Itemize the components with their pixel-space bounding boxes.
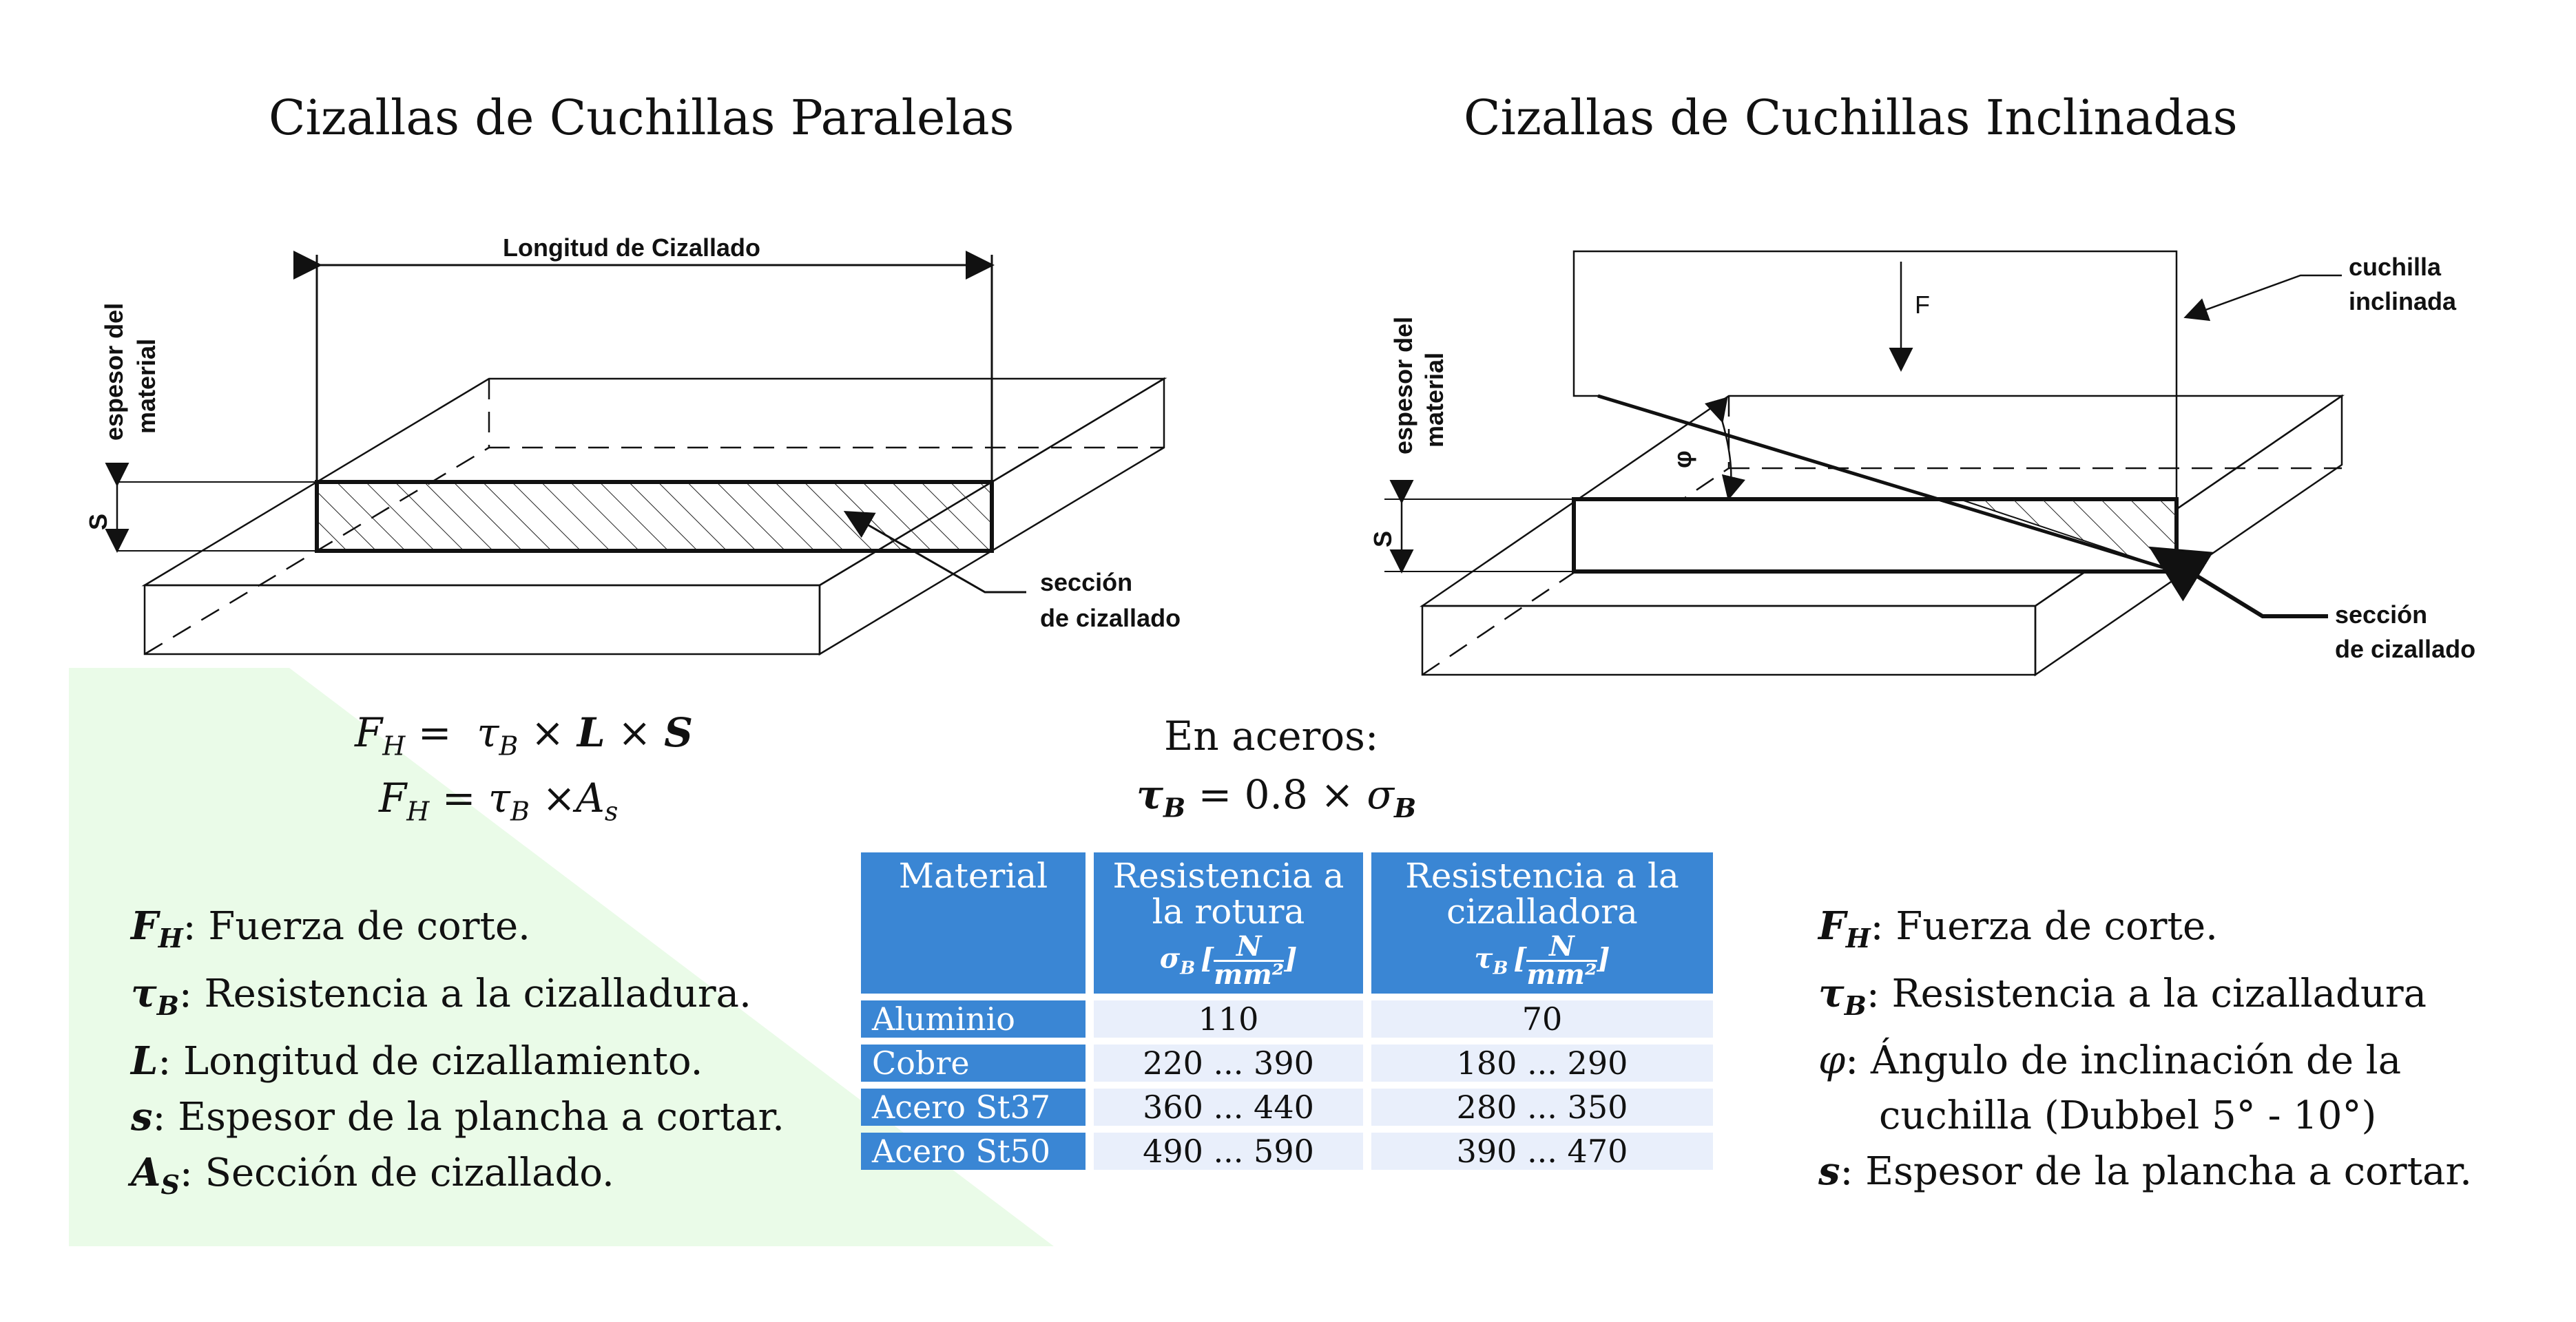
formula-fh-lxs: FH = τB × L × S [355, 709, 693, 762]
legend-item: FH: Fuerza de corte. [1818, 903, 2218, 954]
table-cell: 70 [1371, 1000, 1713, 1038]
legend-item: FH: Fuerza de corte. [131, 903, 530, 954]
table-cell: Cobre [861, 1045, 1086, 1082]
seccion-label-left-2: de cizallado [1040, 604, 1181, 632]
table-cell: Acero St37 [861, 1089, 1086, 1126]
col-material: Material [861, 852, 1086, 994]
table-cell: 390 ... 470 [1371, 1133, 1713, 1170]
f-label: F [1915, 291, 1930, 319]
legend-item: s: Espesor de la plancha a cortar. [131, 1094, 785, 1140]
table-cell: 490 ... 590 [1094, 1133, 1363, 1170]
table-cell: 110 [1094, 1000, 1363, 1038]
seccion-label-right-1: sección [2335, 600, 2427, 629]
table-row: Acero St37 360 ... 440 280 ... 350 [861, 1089, 1713, 1126]
legend-item: τB: Resistencia a la cizalladura. [131, 971, 751, 1021]
table-cell: Acero St50 [861, 1133, 1086, 1170]
table-row: Aluminio 110 70 [861, 1000, 1713, 1038]
table-row: Acero St50 490 ... 590 390 ... 470 [861, 1133, 1713, 1170]
espesor-label-left-2: material [132, 339, 160, 434]
table-cell: 180 ... 290 [1371, 1045, 1713, 1082]
espesor-label-left-1: espesor del [100, 303, 128, 441]
espesor-label-right-2: material [1420, 353, 1448, 448]
cuchilla-label-2: inclinada [2349, 287, 2457, 315]
formula-fh-as: FH = τB ×As [379, 775, 619, 827]
legend-item: τB: Resistencia a la cizalladura [1818, 971, 2427, 1021]
right-title: Cizallas de Cuchillas Inclinadas [1464, 90, 2238, 146]
parallel-shear-diagram: Longitud de Cizallado S espesor del mate… [84, 233, 1181, 656]
espesor-label-right-1: espesor del [1389, 317, 1417, 454]
inclined-shear-diagram: F φ S espesor del material cuchilla incl… [1369, 250, 2475, 677]
left-title: Cizallas de Cuchillas Paralelas [269, 90, 1015, 146]
table-cell: Aluminio [861, 1000, 1086, 1038]
seccion-label-left-1: sección [1040, 568, 1132, 596]
s-label-left: S [84, 514, 112, 530]
right-legend: FH: Fuerza de corte. τB: Resistencia a l… [1818, 899, 2472, 1199]
table-cell: 280 ... 350 [1371, 1089, 1713, 1126]
cuchilla-label-1: cuchilla [2349, 253, 2442, 281]
table-cell: 220 ... 390 [1094, 1045, 1363, 1082]
formula-tau-sigma: τB = 0.8 × σB [1136, 771, 1417, 823]
en-aceros-label: En aceros: [1164, 713, 1379, 759]
legend-item: L: Longitud de cizallamiento. [131, 1038, 703, 1084]
left-legend: FH: Fuerza de corte. τB: Resistencia a l… [131, 899, 785, 1213]
longitud-label: Longitud de Cizallado [503, 233, 760, 262]
legend-item: AS: Sección de cizallado. [131, 1150, 614, 1200]
legend-item: cuchilla (Dubbel 5° - 10°) [1879, 1093, 2377, 1138]
seccion-label-right-2: de cizallado [2335, 635, 2475, 663]
phi-label: φ [1668, 450, 1696, 468]
s-label-right: S [1369, 531, 1397, 547]
legend-item: φ: Ángulo de inclinación de la [1818, 1038, 2402, 1083]
table-cell: 360 ... 440 [1094, 1089, 1363, 1126]
legend-item: s: Espesor de la plancha a cortar. [1818, 1148, 2472, 1194]
table-row: Cobre 220 ... 390 180 ... 290 [861, 1045, 1713, 1082]
